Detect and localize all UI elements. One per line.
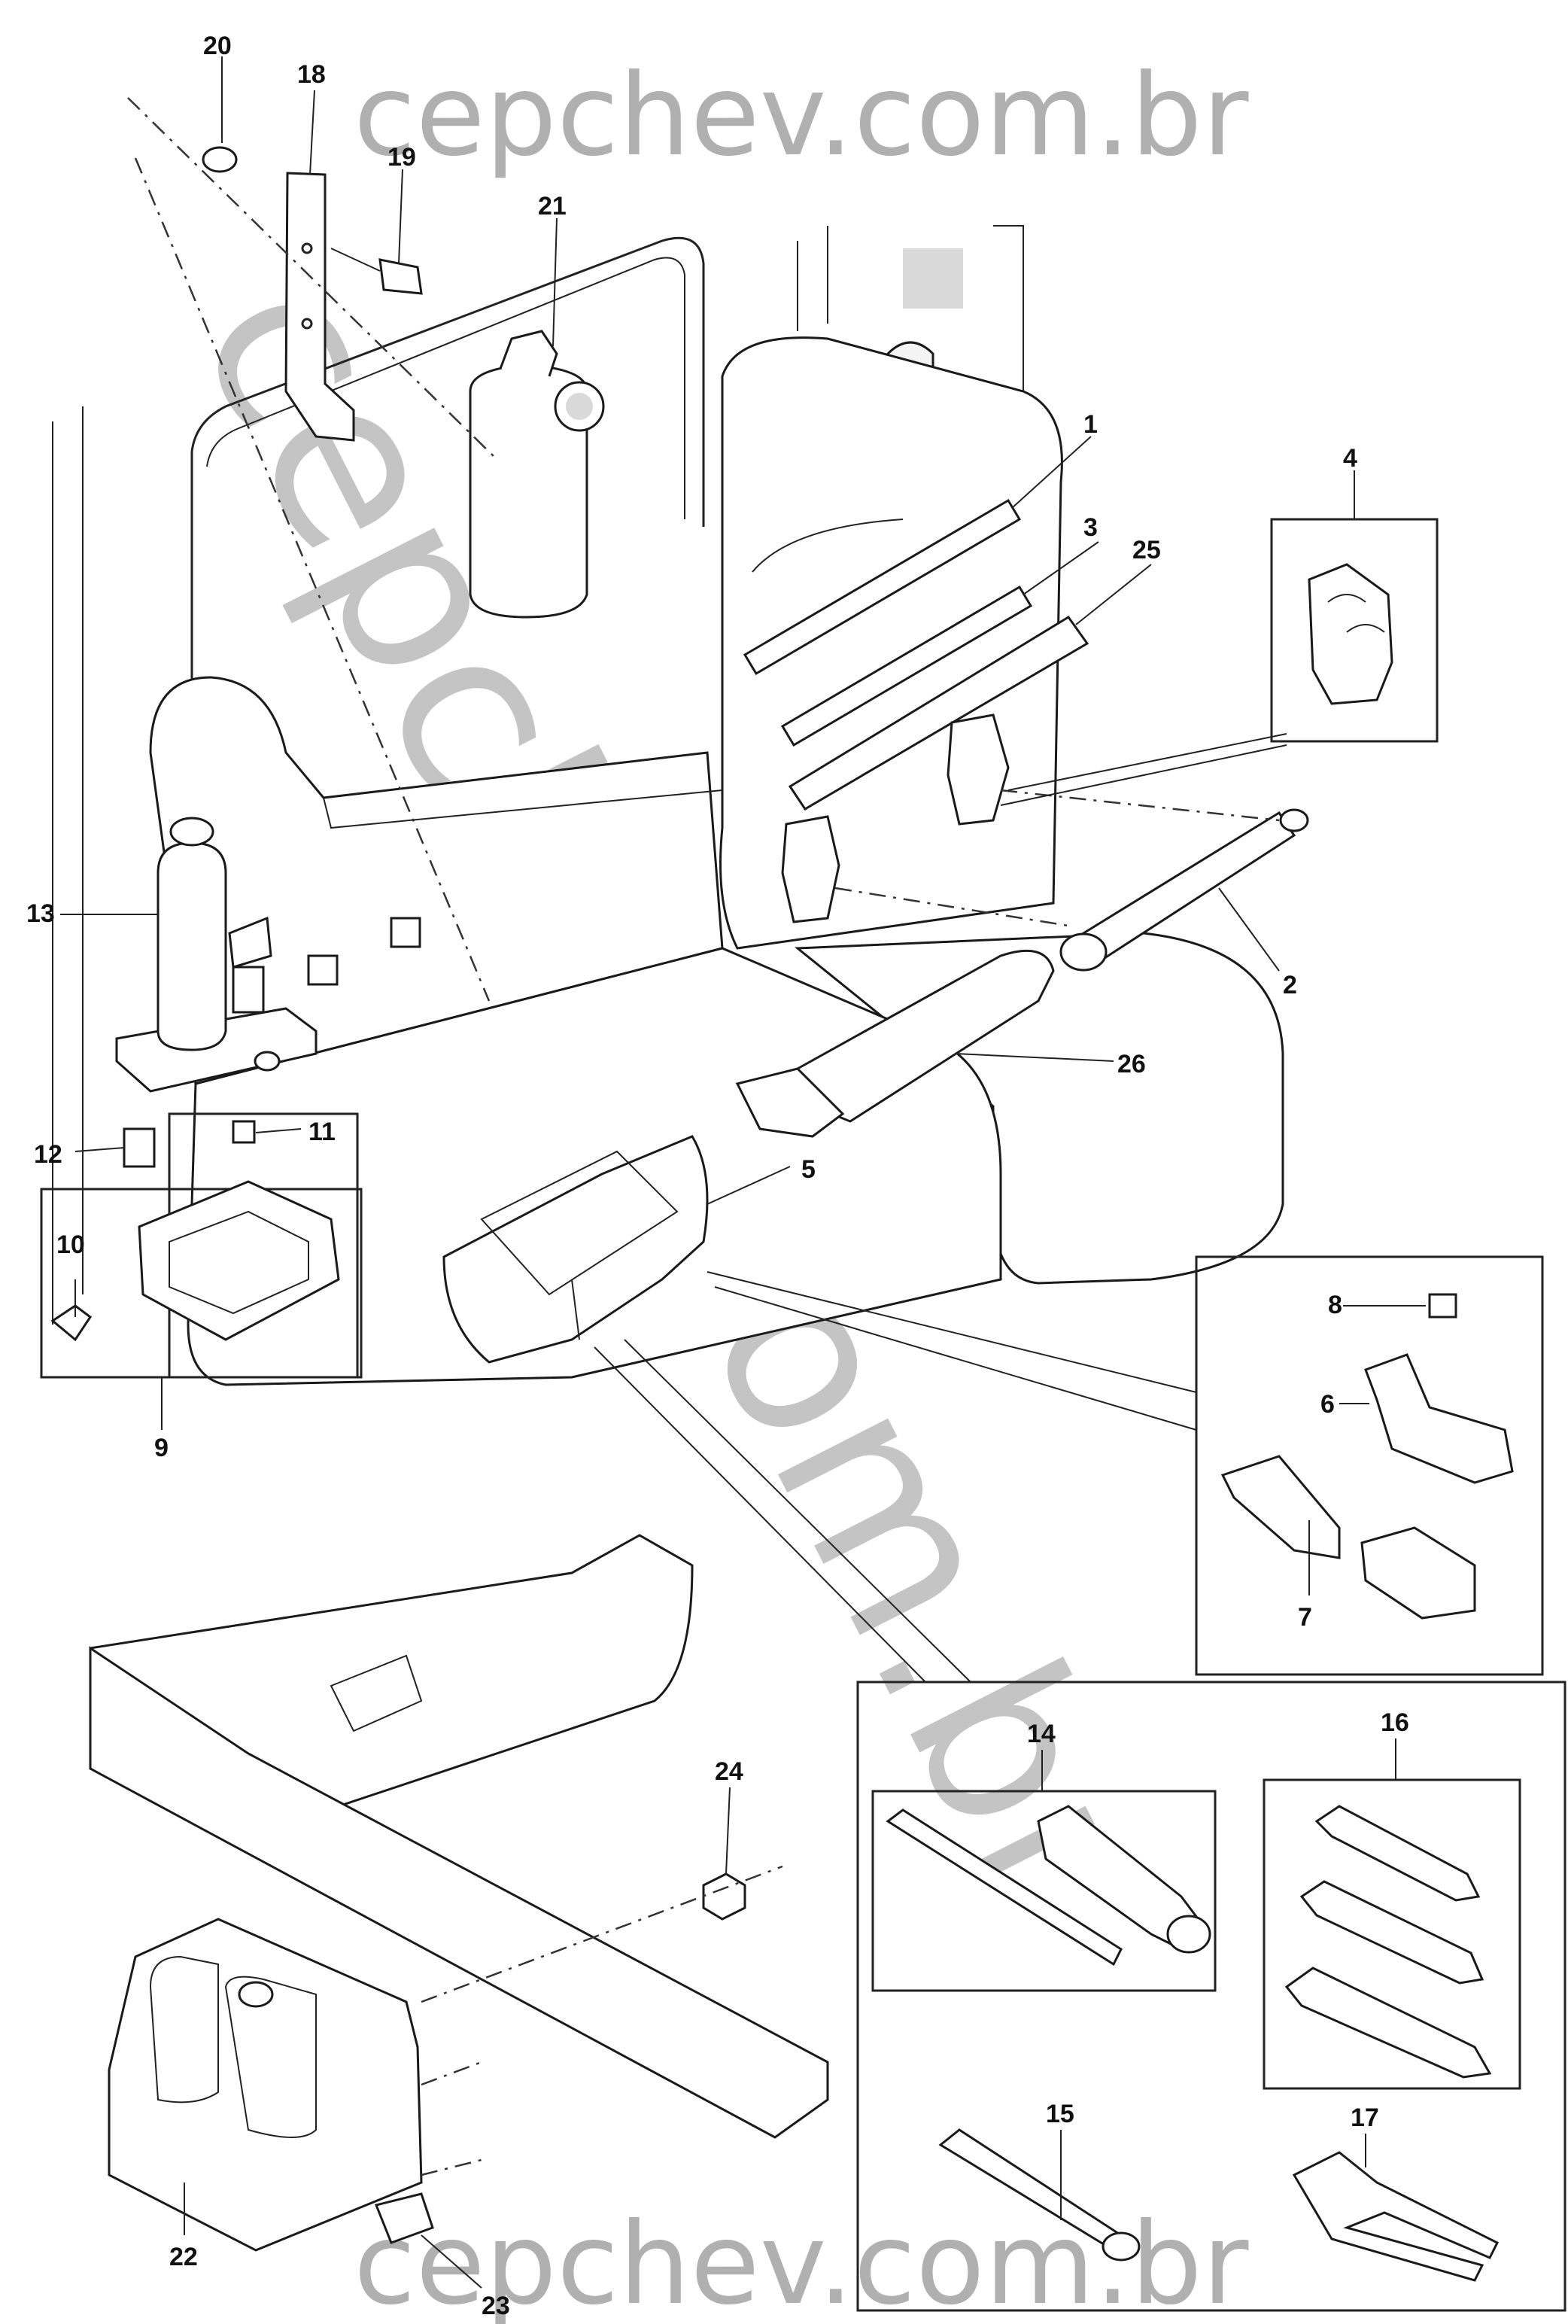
cab-interior: [52, 225, 1284, 1386]
rod-2: [1081, 811, 1296, 962]
bracket-hole: [301, 242, 313, 254]
callout-1: 1: [1083, 410, 1098, 439]
callouts: 20 18 19 21 1 3 25 4 2 26 5 13 12 11 10 …: [26, 32, 1409, 2320]
watermark-top: cepchev.com.br: [354, 50, 1249, 181]
jack-cap: [169, 817, 214, 847]
bolt-12: [123, 1127, 156, 1168]
detail-4-group: [1270, 518, 1439, 743]
callout-18: 18: [297, 60, 326, 89]
callout-2: 2: [1283, 971, 1297, 999]
rod-2-socket: [1059, 932, 1108, 972]
jack-group: [115, 817, 421, 1093]
bag-group: [442, 1135, 709, 1364]
callout-25: 25: [1132, 536, 1161, 564]
callout-5: 5: [801, 1155, 816, 1184]
detail-678-group: [1195, 1255, 1544, 1676]
pliers: [1292, 2151, 1500, 2282]
jack-base-board: [115, 1007, 318, 1093]
tube-cap: [735, 1067, 845, 1138]
wrench-large: [1284, 1967, 1492, 2079]
tool-tube: [796, 949, 1055, 1123]
callout-19: 19: [387, 143, 416, 172]
callout-9: 9: [154, 1434, 169, 1462]
clip-square: [390, 917, 421, 948]
tool-kit-group: [856, 1681, 1566, 2312]
tool-tube-group: [735, 949, 1055, 1138]
rods-group: [743, 498, 1309, 972]
rod-clip: [947, 713, 1010, 826]
double-clip: [1308, 563, 1393, 705]
washer: [202, 146, 238, 173]
screw-8: [1428, 1293, 1457, 1319]
callout-15: 15: [1046, 2100, 1074, 2128]
rod-25: [788, 615, 1089, 811]
tool-bag: [442, 1135, 709, 1364]
detail-box-16: [1263, 1778, 1521, 2090]
callout-6: 6: [1320, 1390, 1335, 1419]
carrier-stud: [238, 1981, 274, 2008]
jack-holder-group: [40, 1112, 363, 1379]
callout-21: 21: [538, 192, 567, 221]
callout-23: 23: [482, 2292, 510, 2320]
strap-7a: [1220, 1455, 1341, 1559]
detail-box-678: [1195, 1255, 1544, 1676]
rod-clip: [781, 815, 840, 923]
callout-14: 14: [1027, 1720, 1056, 1748]
bolt-23: [374, 2192, 434, 2244]
callout-22: 22: [169, 2243, 198, 2271]
callout-13: 13: [26, 899, 55, 928]
strap-7b: [1360, 1526, 1476, 1620]
callout-10: 10: [56, 1230, 85, 1259]
extension-socket: [1102, 2231, 1141, 2262]
detail-box-14: [871, 1790, 1217, 1992]
rod-2-end: [1279, 808, 1309, 832]
nut-11: [232, 1120, 256, 1144]
extinguisher-group: [127, 97, 605, 1002]
extinguisher-bracket: [284, 172, 355, 442]
clip-square: [307, 954, 339, 986]
callout-17: 17: [1351, 2103, 1379, 2132]
wrench-small: [1314, 1805, 1481, 1902]
leader-lines: [60, 56, 1426, 2289]
nut-24: [702, 1872, 746, 1921]
callout-20: 20: [203, 32, 232, 60]
gauge-face: [566, 393, 593, 420]
callout-4: 4: [1343, 444, 1357, 473]
jack-ram: [232, 966, 265, 1014]
jack-pump: [228, 916, 272, 969]
left-seat-back: [149, 676, 724, 1085]
vent-grille: [903, 248, 963, 309]
handle-end: [1166, 1915, 1211, 1954]
watermark-bottom: cepchev.com.br: [354, 2199, 1249, 2324]
callout-8: 8: [1328, 1291, 1342, 1319]
wing-nut-10: [50, 1304, 93, 1342]
strap-bracket-6: [1364, 1353, 1514, 1484]
callout-26: 26: [1117, 1050, 1146, 1078]
rod-1: [743, 498, 1022, 676]
jack-holder: [138, 1180, 340, 1341]
callout-16: 16: [1381, 1708, 1409, 1737]
chassis-group: [89, 1534, 829, 2252]
callout-3: 3: [1083, 513, 1098, 542]
jack-body: [156, 841, 227, 1051]
callout-12: 12: [34, 1140, 62, 1169]
callout-11: 11: [308, 1118, 336, 1146]
spare-carrier: [108, 1918, 423, 2252]
chassis-rail: [89, 1646, 829, 2139]
callout-24: 24: [715, 1757, 743, 1786]
wrench-medium: [1299, 1880, 1484, 1985]
screw: [378, 258, 423, 295]
screwdriver-shaft: [886, 1808, 1123, 1967]
detail-box-toolkit: [856, 1681, 1566, 2312]
rod-3: [780, 585, 1033, 747]
bracket-hole: [301, 318, 313, 330]
jack-knob: [254, 1051, 281, 1072]
extinguisher-valve: [499, 330, 558, 377]
callout-7: 7: [1298, 1603, 1312, 1632]
